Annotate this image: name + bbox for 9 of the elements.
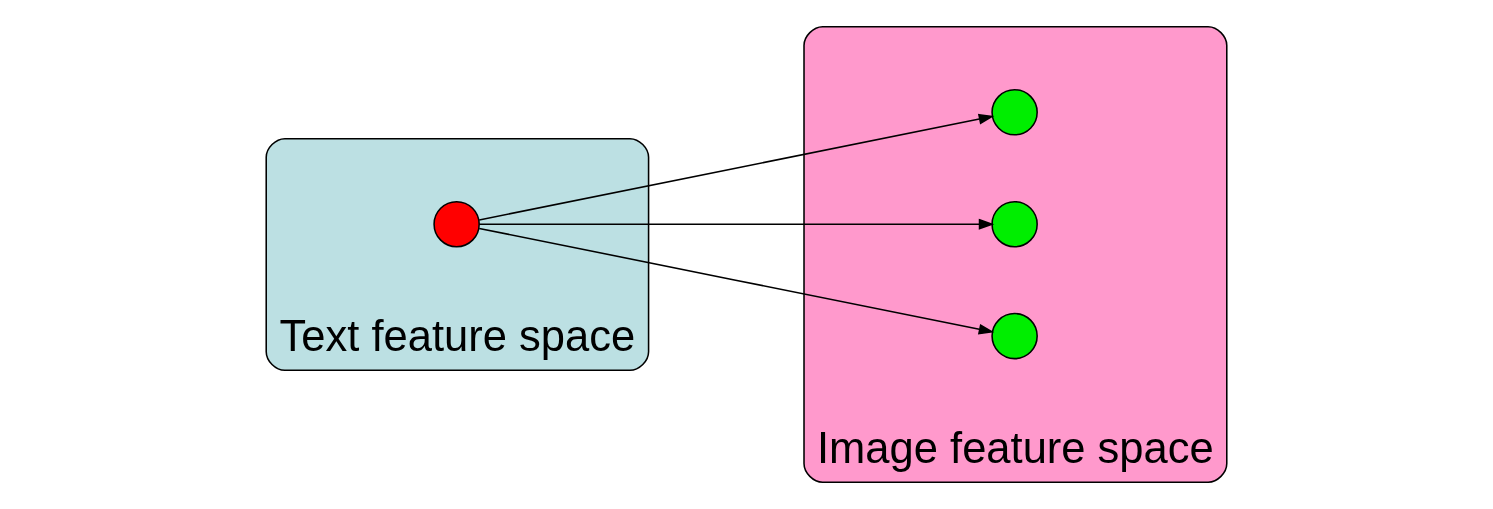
arrow	[478, 113, 995, 221]
arrow	[478, 218, 995, 230]
cluster: Text feature space	[265, 137, 650, 372]
arrow	[478, 227, 995, 335]
node-circle	[991, 312, 1038, 360]
node-circle	[991, 200, 1038, 248]
node-circle	[433, 200, 480, 248]
cluster: Image feature space	[803, 26, 1228, 483]
node-circle	[991, 88, 1038, 136]
